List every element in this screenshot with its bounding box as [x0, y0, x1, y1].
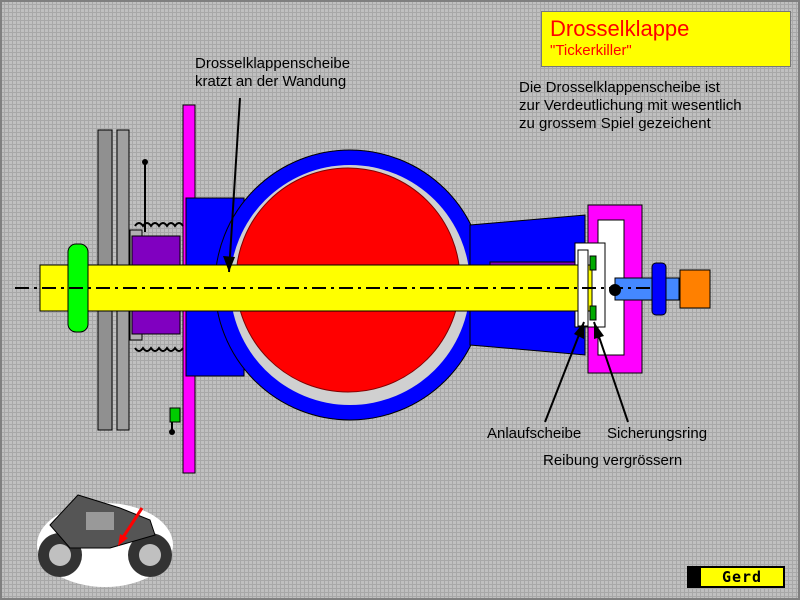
retaining-ring-bottom	[589, 305, 597, 321]
motorcycle-illustration	[37, 494, 173, 587]
arrow-ring	[594, 322, 604, 339]
adjuster-ball	[609, 284, 621, 296]
logo-bar	[689, 568, 701, 586]
green-clip	[169, 407, 181, 423]
label-note: Die Drosselklappenscheibe ist zur Verdeu…	[519, 79, 742, 133]
label-note-line2: zur Verdeutlichung mit wesentlich	[519, 97, 742, 114]
label-ring: Sicherungsring	[607, 425, 708, 442]
spring-end-top	[142, 159, 148, 165]
author-logo: Gerd	[687, 566, 785, 588]
logo-text: Gerd	[721, 568, 763, 586]
arrow-washer	[574, 322, 584, 339]
title-box: Drosselklappe "Tickerkiller"	[541, 11, 791, 67]
leader-scraping	[228, 97, 241, 273]
spring-coil-bottom	[134, 346, 184, 352]
label-scraping-line1: Drosselklappenscheibe	[195, 55, 351, 72]
leader-ring	[593, 321, 629, 423]
clip-rod-end	[169, 429, 175, 435]
label-washer: Anlaufscheibe	[487, 425, 582, 442]
leader-washer	[544, 321, 585, 423]
adjuster-nut	[651, 262, 667, 316]
title-sub: "Tickerkiller"	[550, 42, 632, 59]
label-note-line1: Die Drosselklappenscheibe ist	[519, 79, 720, 96]
title-main: Drosselklappe	[550, 16, 690, 41]
label-friction: Reibung vergrössern	[543, 452, 683, 469]
label-scraping-line2: kratzt an der Wandung	[195, 73, 347, 90]
retaining-ring-top	[589, 255, 597, 271]
spring-coil-top	[134, 222, 184, 228]
adjuster-head	[679, 269, 711, 309]
label-note-line3: zu grossem Spiel gezeichent	[519, 115, 711, 132]
arrow-scraping	[223, 256, 235, 272]
label-scraping: Drosselklappenscheibe kratzt an der Wand…	[195, 55, 350, 91]
